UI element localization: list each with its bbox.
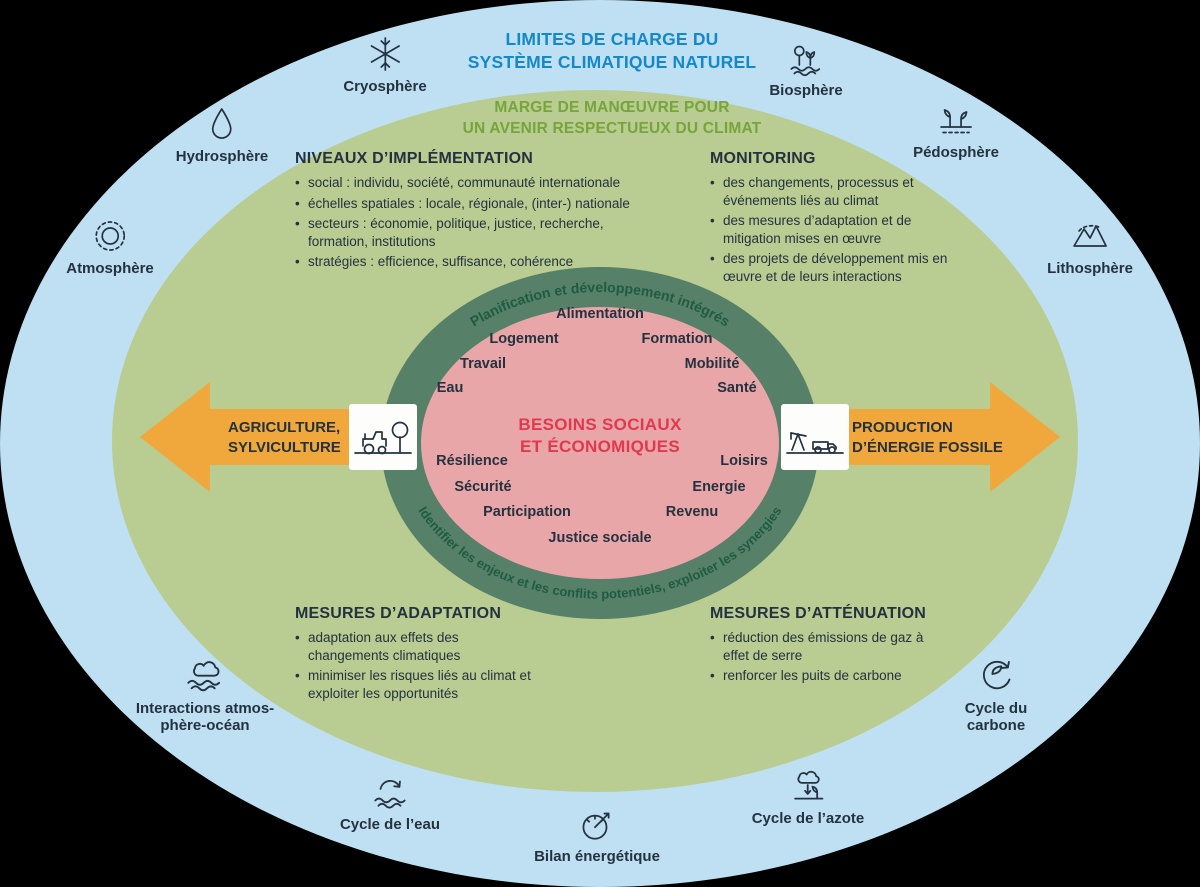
carbon-cycle-icon: [983, 660, 1011, 690]
need-label: Résilience: [436, 453, 508, 469]
oil-pump-truck-icon: [786, 432, 844, 454]
dashed-globe-icon: [95, 221, 125, 251]
mitigation-block: MESURES D’ATTÉNUATION réduction des émis…: [710, 605, 950, 688]
nitrogen-cycle-icon: [794, 770, 824, 800]
fossil-arrow-line2: D’ÉNERGIE FOSSILE: [852, 439, 1003, 456]
need-label: Loisirs: [720, 453, 768, 469]
need-label: Formation: [641, 331, 713, 347]
mitigation-bullet: renforcer les puits de carbone: [710, 667, 950, 685]
implementation-heading: NIVEAUX D’IMPLÉMENTATION: [295, 150, 533, 167]
mountains-icon: [1073, 224, 1107, 247]
water-drop-icon: [212, 108, 232, 139]
sphere-nitrogen-cycle: Cycle de l’azote: [752, 764, 864, 827]
outer-title: LIMITES DE CHARGE DU SYSTÈME CLIMATIQUE …: [468, 28, 756, 74]
tree-waves-icon: [790, 45, 820, 77]
sphere-lithosphere: Lithosphère: [1047, 216, 1133, 277]
need-label: Sécurité: [454, 479, 512, 495]
monitoring-block: MONITORING des changements, processus et…: [710, 150, 950, 288]
need-label: Participation: [483, 504, 571, 520]
monitoring-heading: MONITORING: [710, 150, 816, 167]
energy-gauge-icon: [582, 812, 610, 840]
fossil-arrow-label: PRODUCTION D’ÉNERGIE FOSSILE: [852, 418, 1003, 458]
implementation-block: NIVEAUX D’IMPLÉMENTATION social : indivi…: [295, 150, 649, 274]
mitigation-heading: MESURES D’ATTÉNUATION: [710, 605, 927, 622]
mitigation-bullet: réduction des émissions de gaz à effet d…: [710, 629, 950, 664]
need-label: Revenu: [665, 504, 719, 520]
need-label: Santé: [717, 380, 757, 396]
need-label: Alimentation: [556, 306, 644, 322]
snowflake-icon: [370, 37, 400, 71]
green-title-line1: MARGE DE MANŒUVRE POUR: [494, 99, 730, 116]
green-title: MARGE DE MANŒUVRE POUR UN AVENIR RESPECT…: [463, 98, 762, 140]
outer-title-line2: SYSTÈME CLIMATIQUE NATUREL: [467, 52, 757, 73]
sphere-hydrosphere: Hydrosphère: [176, 104, 268, 165]
fossil-energy-arrow: [848, 382, 1060, 492]
soil-sprout-icon: [940, 109, 972, 134]
adaptation-block: MESURES D’ADAPTATION adaptation aux effe…: [295, 605, 533, 705]
sphere-biosphere: Biosphère: [769, 38, 843, 99]
agriculture-arrow-label: AGRICULTURE, SYLVICULTURE: [228, 418, 341, 458]
need-label: Mobilité: [684, 356, 740, 372]
center-title-line2: ET ÉCONOMIQUES: [519, 437, 681, 456]
need-label: Eau: [436, 380, 464, 396]
sphere-carbon-cycle: Cycle du carbone: [965, 652, 1027, 735]
need-label: Travail: [460, 356, 506, 372]
implementation-bullet: échelles spatiales : locale, régionale, …: [295, 195, 649, 213]
agriculture-arrow-line1: AGRICULTURE,: [228, 419, 341, 436]
sphere-water-cycle: Cycle de l’eau: [340, 770, 440, 833]
social-needs-ellipse: [415, 301, 785, 585]
implementation-bullet: social : individu, société, communauté i…: [295, 174, 649, 192]
center-title-line1: BESOINS SOCIAUX: [518, 415, 682, 434]
fossil-arrow-line1: PRODUCTION: [852, 419, 953, 436]
outer-title-line1: LIMITES DE CHARGE DU: [505, 29, 719, 49]
sphere-pedosphere: Pédosphère: [913, 100, 999, 161]
sphere-atmosphere: Atmosphère: [66, 216, 154, 277]
water-cycle-icon: [374, 780, 406, 809]
implementation-bullet: stratégies : efficience, suffisance, coh…: [295, 253, 649, 271]
sphere-energy-balance: Bilan énergétique: [534, 802, 660, 865]
monitoring-bullet: des changements, processus et événements…: [710, 174, 950, 209]
cloud-waves-icon: [187, 661, 221, 692]
need-label: Justice sociale: [548, 530, 652, 546]
monitoring-bullet: des projets de développement mis en œuvr…: [710, 250, 950, 285]
green-title-line2: UN AVENIR RESPECTUEUX DU CLIMAT: [462, 119, 762, 137]
need-label: Logement: [489, 331, 559, 347]
sphere-ocean-atmosphere: Interactions atmos- phère-océan: [136, 652, 274, 735]
sphere-cryosphere: Cryosphère: [343, 34, 427, 95]
tractor-tree-icon: [354, 421, 412, 455]
agriculture-arrow: [140, 382, 352, 492]
adaptation-bullet: adaptation aux effets des changements cl…: [295, 629, 533, 664]
implementation-bullet: secteurs : économie, politique, justice,…: [295, 215, 649, 250]
agriculture-arrow-line2: SYLVICULTURE: [228, 439, 341, 456]
monitoring-bullet: des mesures d’adaptation et de mitigatio…: [710, 212, 950, 247]
adaptation-bullet: minimiser les risques liés au climat et …: [295, 667, 533, 702]
adaptation-heading: MESURES D’ADAPTATION: [295, 605, 502, 622]
need-label: Energie: [692, 479, 746, 495]
